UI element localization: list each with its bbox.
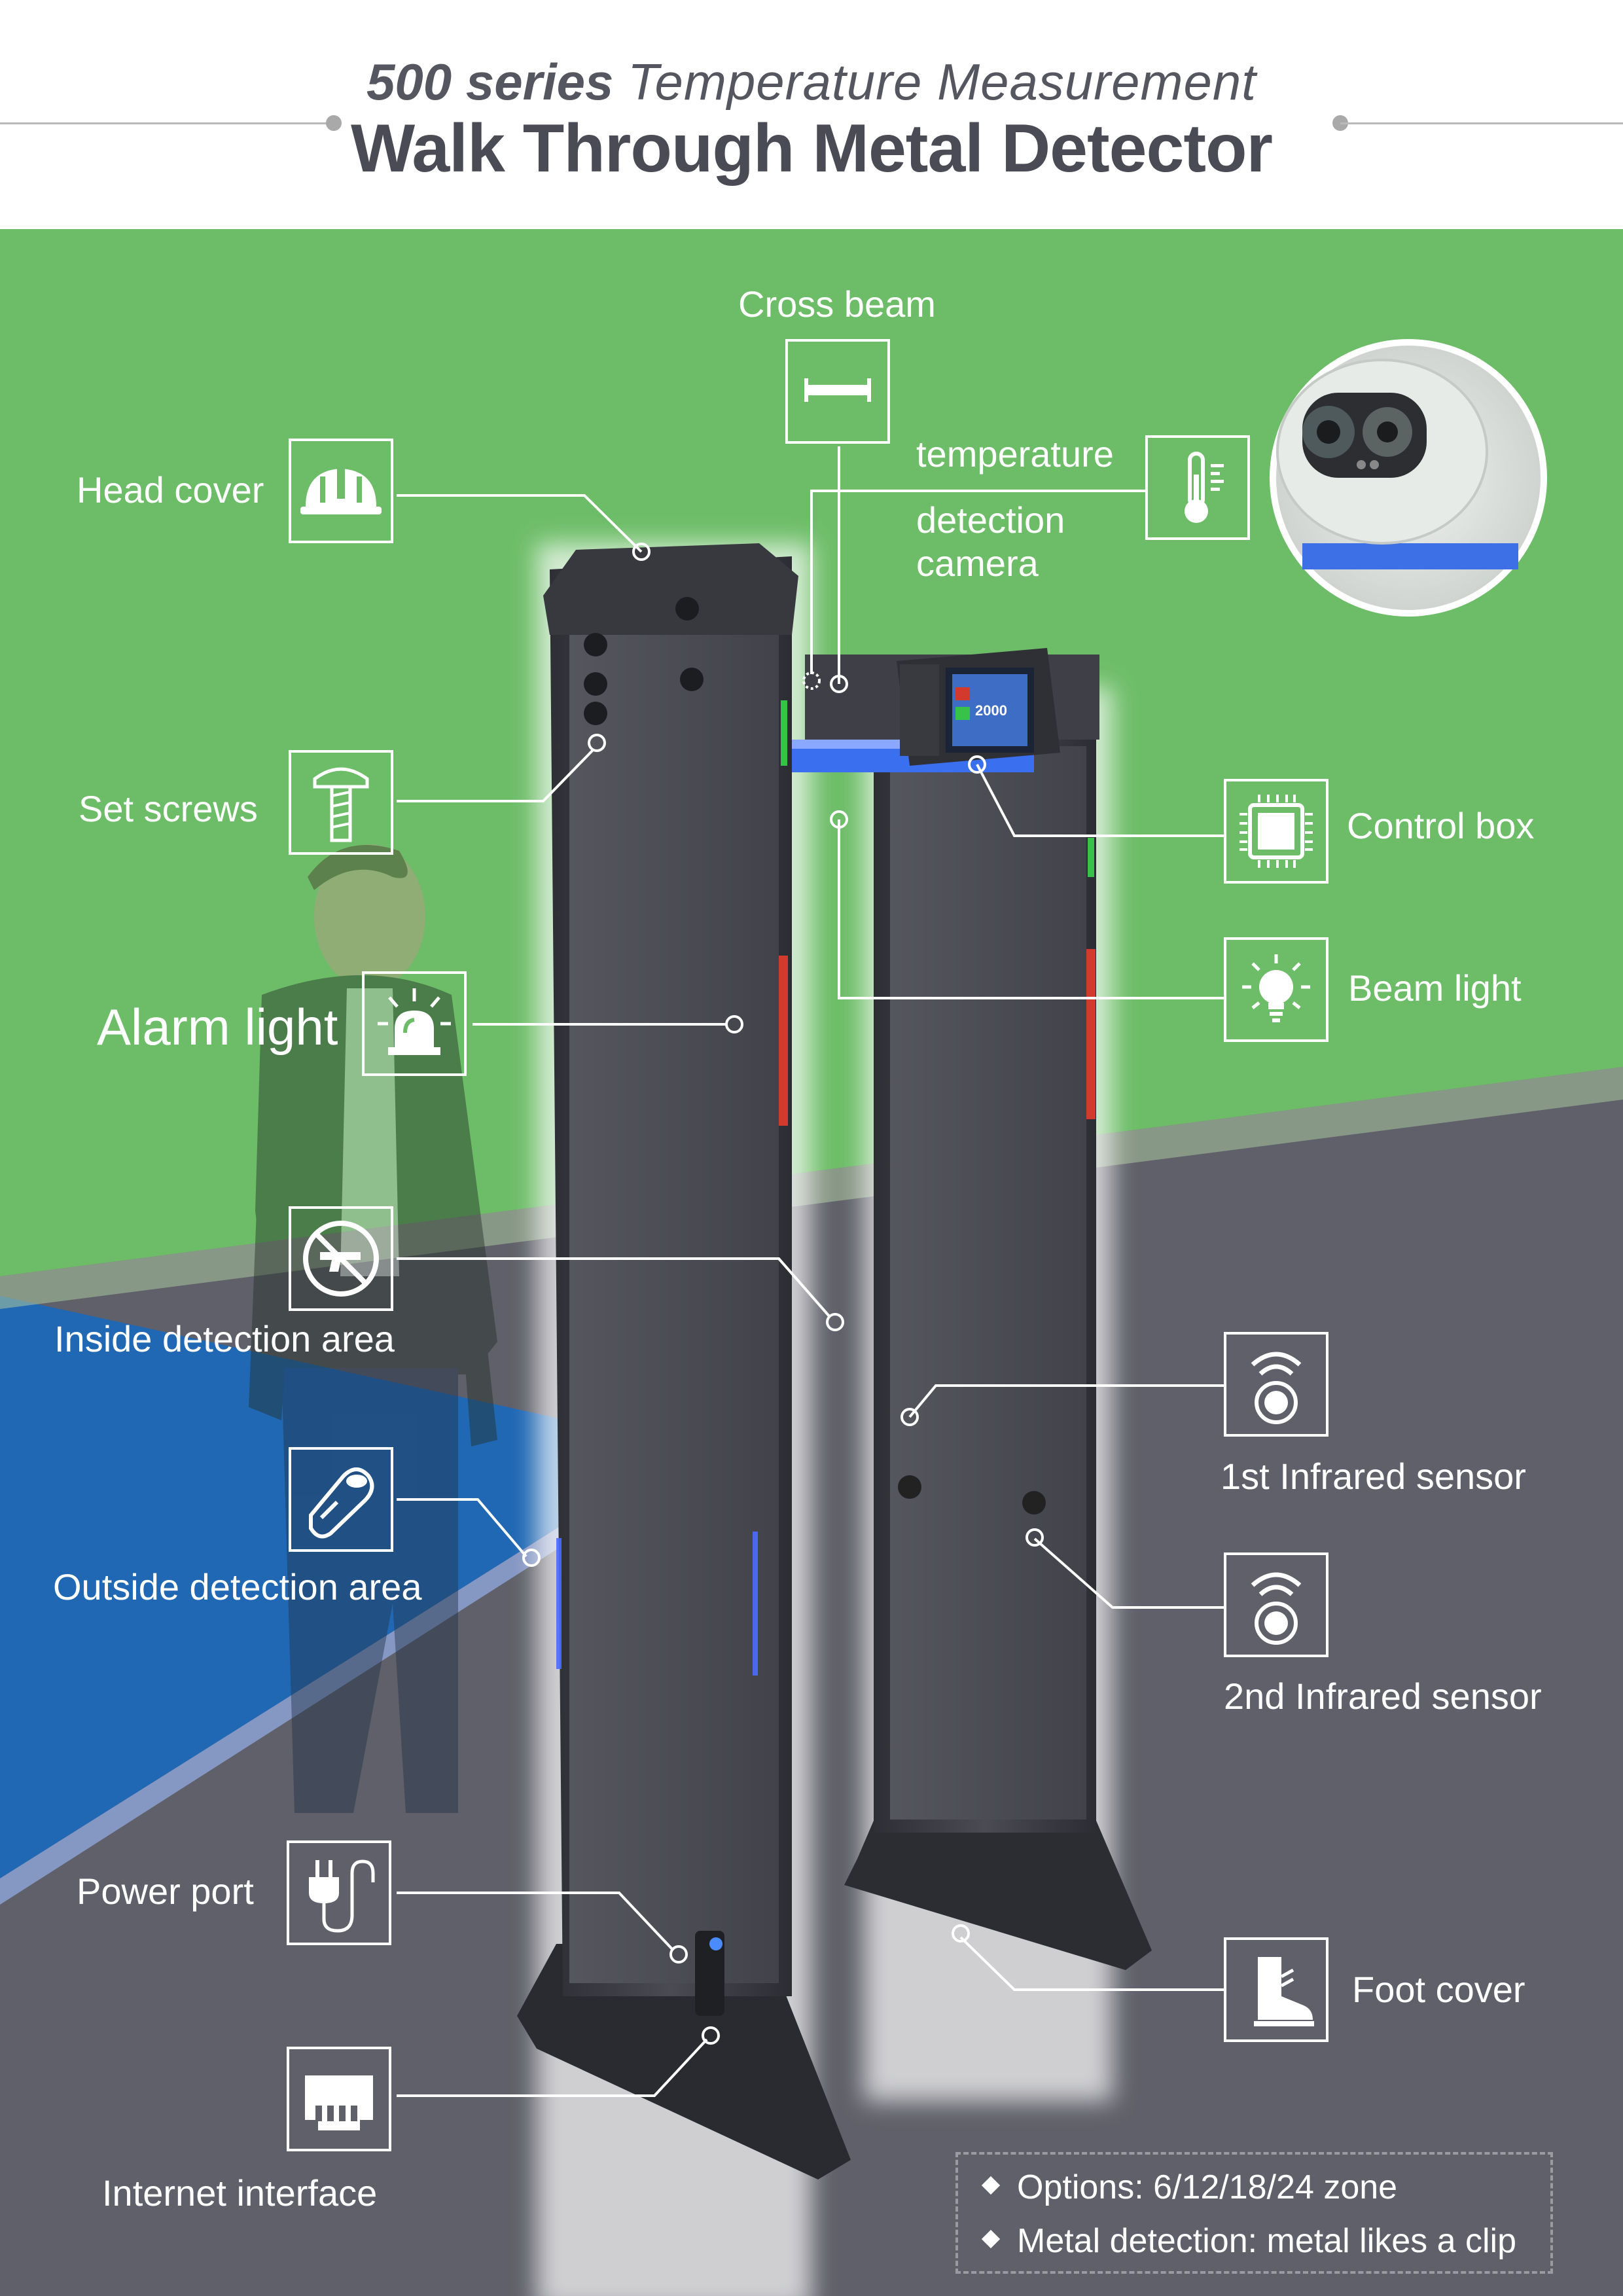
- label-foot-cover: Foot cover: [1352, 1969, 1525, 2010]
- header-divider-right: [1340, 122, 1623, 124]
- port-panel: [695, 1931, 724, 2016]
- left-alarm-lights: [779, 956, 788, 1126]
- head-cover-part: [543, 543, 798, 635]
- option-row: Metal detection: metal likes a clip: [981, 2221, 1517, 2261]
- leader-dots: [522, 543, 1044, 2045]
- header-subtitle-row: 500 series Temperature Measurement: [0, 52, 1623, 112]
- ethernet-port-icon: [305, 2075, 373, 2130]
- control-box-icon-box: [1224, 779, 1329, 884]
- screw-icon: [313, 767, 369, 842]
- blue-band: [0, 1446, 687, 1905]
- label-power-port: Power port: [77, 1871, 254, 1912]
- thermometer-icon-box: [1145, 435, 1250, 540]
- outside-detection-icon-box: [289, 1447, 393, 1552]
- right-foot: [844, 1813, 1152, 1970]
- infrared-2-icon-box: [1224, 1552, 1329, 1657]
- left-foot: [517, 1944, 851, 2179]
- head-cover-icon-box: [289, 439, 393, 543]
- header-subtitle: Temperature Measurement: [628, 53, 1257, 111]
- options-box: Options: 6/12/18/24 zone Metal detection…: [955, 2152, 1553, 2274]
- wifi-sensor-icon: [1251, 1352, 1302, 1424]
- label-head-cover: Head cover: [77, 469, 264, 511]
- label-infrared-2: 2nd Infrared sensor: [1224, 1676, 1542, 1717]
- lightbulb-icon: [1242, 954, 1310, 1022]
- scene-illustration: 2000: [0, 229, 1623, 2296]
- label-temp-line1: temperature: [916, 433, 1114, 475]
- handheld-scanner-icon: [309, 1467, 374, 1539]
- option-text: Options: 6/12/18/24 zone: [1017, 2168, 1398, 2206]
- infrared-1-icon-box: [1224, 1332, 1329, 1437]
- page-title: Walk Through Metal Detector: [351, 111, 1273, 187]
- control-screen-reading: 2000: [975, 702, 1007, 719]
- label-beam-light: Beam light: [1348, 967, 1522, 1009]
- option-row: Options: 6/12/18/24 zone: [981, 2168, 1398, 2207]
- thermometer-icon: [1185, 452, 1224, 523]
- wifi-sensor-icon: [1251, 1572, 1302, 1645]
- label-outside-detection: Outside detection area: [53, 1566, 422, 1607]
- cross-beam-icon-box: [785, 339, 890, 444]
- camera-closeup: [1270, 339, 1547, 617]
- diamond-bullet-icon: [981, 2230, 1001, 2249]
- label-set-screws: Set screws: [79, 788, 258, 829]
- option-text: Metal detection: metal likes a clip: [1017, 2222, 1517, 2260]
- header: 500 series Temperature Measurement Walk …: [0, 0, 1623, 229]
- helmet-icon: [300, 466, 382, 514]
- siren-icon: [378, 988, 451, 1055]
- label-control-box: Control box: [1347, 805, 1535, 846]
- control-box-unit: 2000: [897, 648, 1060, 766]
- power-port-icon-box: [287, 1840, 391, 1945]
- beam-light-icon-box: [1224, 937, 1329, 1042]
- internet-icon-box: [287, 2047, 391, 2151]
- person-figure: [249, 844, 497, 1813]
- diamond-bullet-icon: [981, 2176, 1001, 2195]
- label-cross-beam: Cross beam: [738, 283, 936, 325]
- right-alarm-lights: [1086, 949, 1096, 1119]
- series-label: 500 series: [366, 53, 614, 111]
- label-inside-detection: Inside detection area: [54, 1318, 395, 1359]
- chip-icon: [1240, 795, 1313, 868]
- alarm-light-icon-box: [362, 971, 467, 1076]
- no-gun-icon: [303, 1221, 379, 1297]
- boot-icon: [1254, 1957, 1314, 2026]
- product-scene: 2000: [0, 229, 1623, 2296]
- header-dot-left: [326, 115, 342, 131]
- inside-detection-icon-box: [289, 1206, 393, 1311]
- blue-background: [0, 1296, 687, 1878]
- label-temp-line3: camera: [916, 543, 1039, 584]
- label-alarm-light: Alarm light: [97, 998, 338, 1056]
- set-screws-icon-box: [289, 750, 393, 855]
- leader-lines: [397, 446, 1224, 2097]
- label-internet-interface: Internet interface: [102, 2172, 378, 2214]
- power-plug-icon: [309, 1859, 375, 1933]
- label-temp-line2: detection: [916, 499, 1065, 541]
- header-divider-left: [0, 122, 334, 124]
- label-infrared-1: 1st Infrared sensor: [1221, 1456, 1526, 1497]
- cross-beam-icon: [804, 378, 871, 402]
- foot-cover-icon-box: [1224, 1937, 1329, 2042]
